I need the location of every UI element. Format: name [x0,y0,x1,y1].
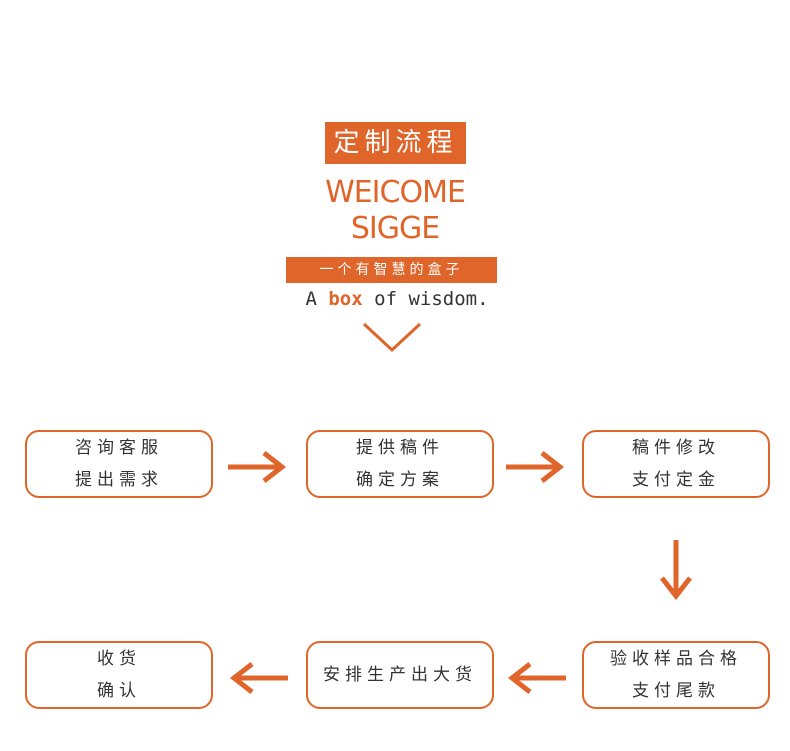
arrow-left-icon [229,662,288,694]
step-inspect: 验收样品合格 支付尾款 [582,641,770,709]
arrow-right-icon [506,451,565,483]
step-production: 安排生产出大货 [306,641,494,709]
process-title: 定制流程 [325,122,466,164]
arrow-left-icon [507,662,566,694]
step-revise: 稿件修改 支付定金 [582,430,770,498]
step-label: 确定方案 [356,470,444,490]
step-draft: 提供稿件 确定方案 [306,430,494,498]
tagline-post: of wisdom. [362,288,489,310]
step-consult: 咨询客服 提出需求 [25,430,213,498]
tagline-pre: A [305,288,329,310]
step-label: 验收样品合格 [610,649,742,669]
arrow-right-icon [228,451,287,483]
arrow-down-icon [660,540,692,601]
tagline: A box of wisdom. [290,286,504,312]
step-label: 安排生产出大货 [323,665,477,685]
step-receive: 收货 确认 [25,641,213,709]
tagline-highlight: box [328,288,363,310]
step-label: 咨询客服 [75,438,163,458]
step-label: 支付尾款 [632,681,720,701]
step-label: 稿件修改 [632,438,720,458]
welcome-line-2: SIGGE [350,211,440,246]
subtitle-badge: 一个有智慧的盒子 [286,257,497,283]
step-label: 确认 [97,681,141,701]
chevron-down-icon [362,322,422,353]
step-label: 提出需求 [75,470,163,490]
step-label: 提供稿件 [356,438,444,458]
step-label: 支付定金 [632,470,720,490]
welcome-line-1: WEICOME [325,175,466,210]
step-label: 收货 [97,649,141,669]
